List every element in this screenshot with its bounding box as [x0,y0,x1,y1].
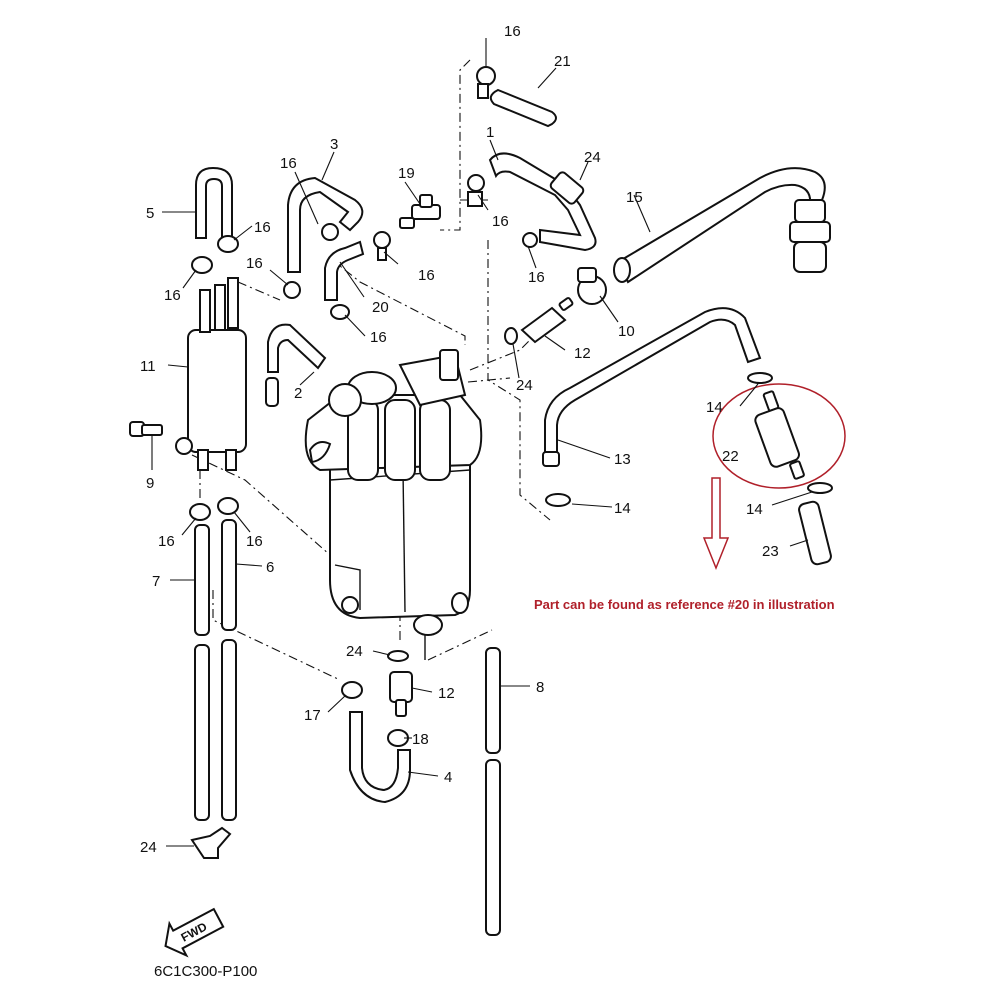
part-8-hose [485,647,501,936]
vapor-separator-assembly [304,349,483,660]
callout-16-i: 16 [370,329,387,346]
part-1-23-hose [488,152,597,252]
callout-1: 1 [486,124,494,141]
callout-14-c: 14 [746,501,763,518]
callout-14-a: 14 [706,399,723,416]
part-12-fitting-lower [387,650,413,717]
callout-18: 20 [372,299,389,316]
highlight-arrow [702,477,730,571]
callout-23: 24 [584,149,601,166]
part-18-hose [324,240,365,301]
callout-16-j: 16 [158,533,175,550]
callout-6: 6 [266,559,274,576]
part-16-clamps [189,66,538,747]
assembly-guide-lines [191,59,551,681]
callout-16-k: 16 [246,533,263,550]
callout-22: 24 [140,839,157,856]
callout-16-a: 16 [504,23,521,40]
callout-24-b: 24 [346,643,363,660]
callout-16-d: 16 [246,255,263,272]
callout-3: 3 [330,136,338,153]
part-15-hose [613,167,831,284]
part-13-hose [542,307,762,467]
callout-16-l: 17 [304,707,321,724]
leader-lines [151,38,813,847]
callout-15: 15 [626,189,643,206]
fwd-arrow-icon: FWD [164,907,225,958]
part-22-elbow [190,826,232,859]
callout-4: 4 [444,769,452,786]
callout-9: 9 [146,475,154,492]
callout-2: 2 [294,385,302,402]
callout-16-b: 16 [280,155,297,172]
part-19-hose [489,88,557,128]
part-11-cooler [187,277,247,471]
callout-8: 8 [536,679,544,696]
callout-14-b: 14 [614,500,631,517]
callout-17: 19 [398,165,415,182]
part-9-bolt [129,421,193,455]
part-4-u-hose [349,711,411,804]
part-6-7-hoses [194,519,237,821]
drawing-code: 6C1C300-P100 [154,963,257,980]
part-17-tee [399,194,441,229]
part-2-hose [265,323,327,407]
callout-16-m: 18 [412,731,429,748]
callout-5: 5 [146,205,154,222]
callout-12-lower: 12 [438,685,455,702]
part-20-inline-filter [545,372,833,566]
callout-7: 7 [152,573,160,590]
callout-13: 13 [614,451,631,468]
part-10-clamp [577,267,607,305]
callout-16-f: 16 [492,213,509,230]
callout-20: 22 [722,448,739,465]
reference-note: Part can be found as reference #20 in il… [534,597,835,612]
callout-16-g: 16 [418,267,435,284]
part-12-fitting-upper [504,297,574,345]
callout-11: 11 [140,358,156,375]
callout-19: 21 [554,53,571,70]
callout-16-e: 16 [164,287,181,304]
callout-21: 23 [762,543,779,560]
callout-labels: 1 2 3 4 5 6 7 8 9 10 11 12 12 13 14 14 1… [140,23,779,856]
callout-24-a: 24 [516,377,533,394]
part-3-hose [287,176,364,273]
part-5-u-hose [195,166,233,239]
callout-10: 10 [618,323,635,340]
highlight-circle [712,383,846,489]
callout-16-c: 16 [254,219,271,236]
callout-12: 12 [574,345,591,362]
callout-16-h: 16 [528,269,545,286]
